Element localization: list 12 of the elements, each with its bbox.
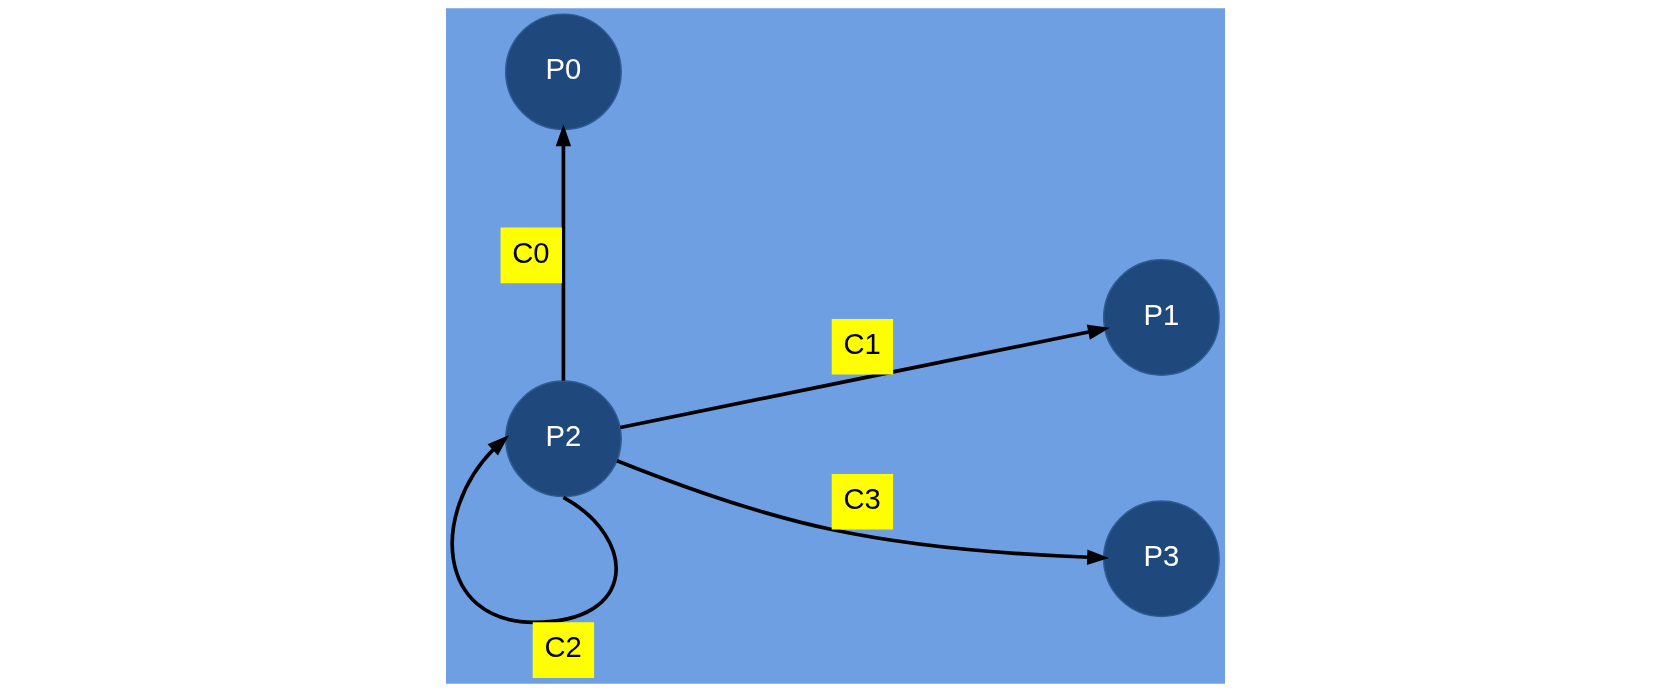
node-circle: P3 <box>1102 500 1220 618</box>
arrow <box>450 435 617 625</box>
edge-label: C0 <box>511 236 550 269</box>
edge-label: C2 <box>543 631 582 664</box>
arrow <box>555 124 571 381</box>
edge-label: C3 <box>842 483 881 516</box>
arrow <box>619 324 1110 430</box>
node-circle: P0 <box>504 13 622 131</box>
node-circle: P1 <box>1102 259 1220 376</box>
edge-label: C1 <box>842 328 881 361</box>
arrow <box>615 459 1109 565</box>
node-circle: P2 <box>504 380 622 498</box>
